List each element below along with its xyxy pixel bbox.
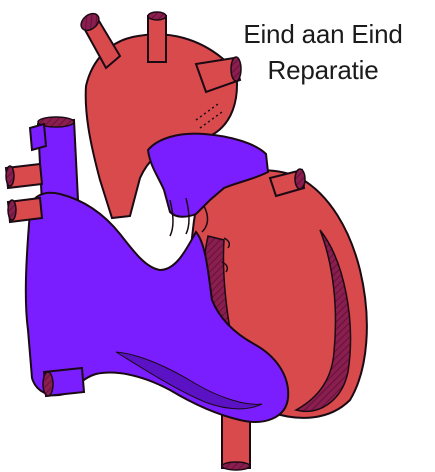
caption-line-2: Reparatie [218,52,428,88]
diagram-caption: Eind aan Eind Reparatie [218,16,428,88]
caption-line-1: Eind aan Eind [218,16,428,52]
